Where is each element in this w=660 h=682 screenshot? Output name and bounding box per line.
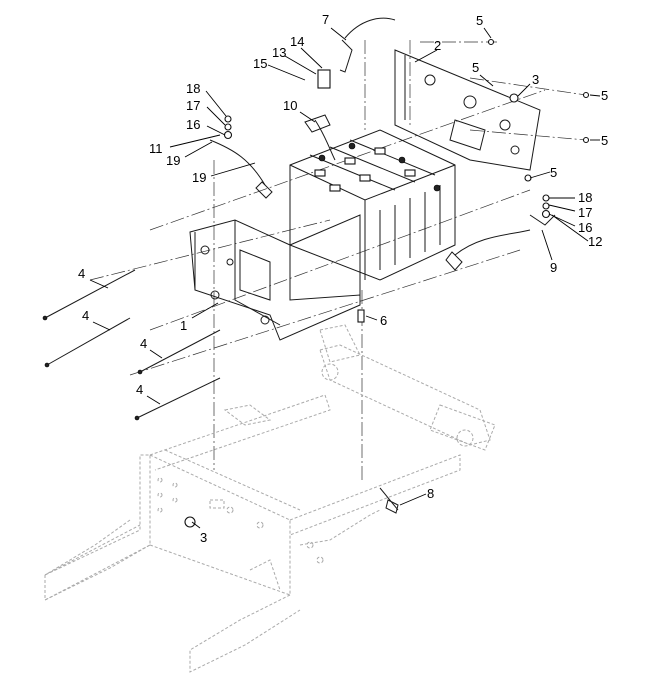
callout-3: 3 <box>200 530 207 545</box>
callout-13: 13 <box>272 45 286 60</box>
alignment-lines <box>89 40 587 480</box>
callout-8: 8 <box>427 486 434 501</box>
battery-tray <box>189 214 361 341</box>
callout-18: 18 <box>186 81 200 96</box>
callout-12: 12 <box>588 234 602 249</box>
callout-5: 5 <box>601 88 608 103</box>
hold-down-bracket <box>394 49 541 171</box>
callout-5: 5 <box>472 60 479 75</box>
cable-harness <box>209 17 556 271</box>
callout-7: 7 <box>322 12 329 27</box>
callout-16: 16 <box>186 117 200 132</box>
callout-4: 4 <box>136 382 143 397</box>
callout-11: 11 <box>149 141 163 156</box>
hardware <box>184 38 590 528</box>
battery-pack <box>289 129 456 281</box>
frame-assembly <box>44 324 496 673</box>
callout-5: 5 <box>550 165 557 180</box>
callout-labels: 1 2 3 3 4 4 4 4 5 5 5 5 5 6 7 8 9 10 11 … <box>78 12 608 545</box>
callout-4: 4 <box>82 308 89 323</box>
callout-14: 14 <box>290 34 304 49</box>
callout-5: 5 <box>601 133 608 148</box>
callout-19: 19 <box>166 153 180 168</box>
callout-19: 19 <box>192 170 206 185</box>
callout-15: 15 <box>253 56 267 71</box>
callout-3: 3 <box>532 72 539 87</box>
callout-17: 17 <box>186 98 200 113</box>
callout-16: 16 <box>578 220 592 235</box>
callout-6: 6 <box>380 313 387 328</box>
tie-rods <box>42 269 221 421</box>
callout-1: 1 <box>180 318 187 333</box>
callout-2: 2 <box>434 38 441 53</box>
callout-9: 9 <box>550 260 557 275</box>
callout-4: 4 <box>78 266 85 281</box>
callout-4: 4 <box>140 336 147 351</box>
callout-17: 17 <box>578 205 592 220</box>
callout-5: 5 <box>476 13 483 28</box>
callout-18: 18 <box>578 190 592 205</box>
callout-10: 10 <box>283 98 297 113</box>
leader-lines <box>89 27 601 529</box>
